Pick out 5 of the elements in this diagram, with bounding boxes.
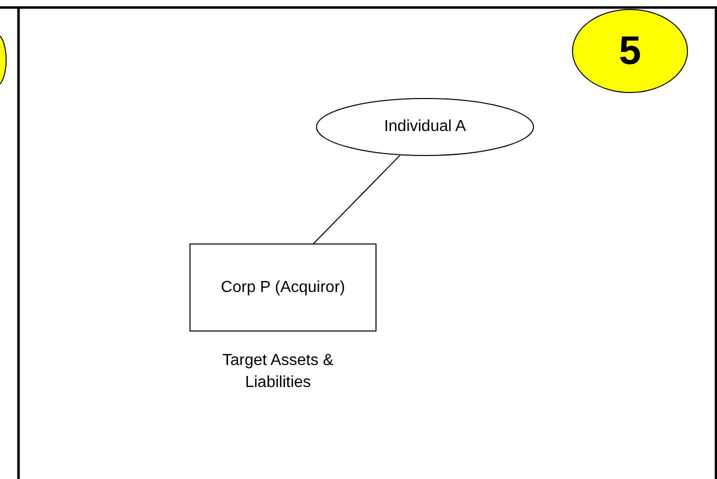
node-text: 5 bbox=[618, 28, 642, 75]
node-text: Corp P (Acquiror) bbox=[220, 278, 346, 298]
connector-line bbox=[312, 154, 401, 244]
note-text: Target Assets & Liabilities bbox=[221, 351, 335, 393]
node-text: Individual A bbox=[384, 117, 466, 137]
